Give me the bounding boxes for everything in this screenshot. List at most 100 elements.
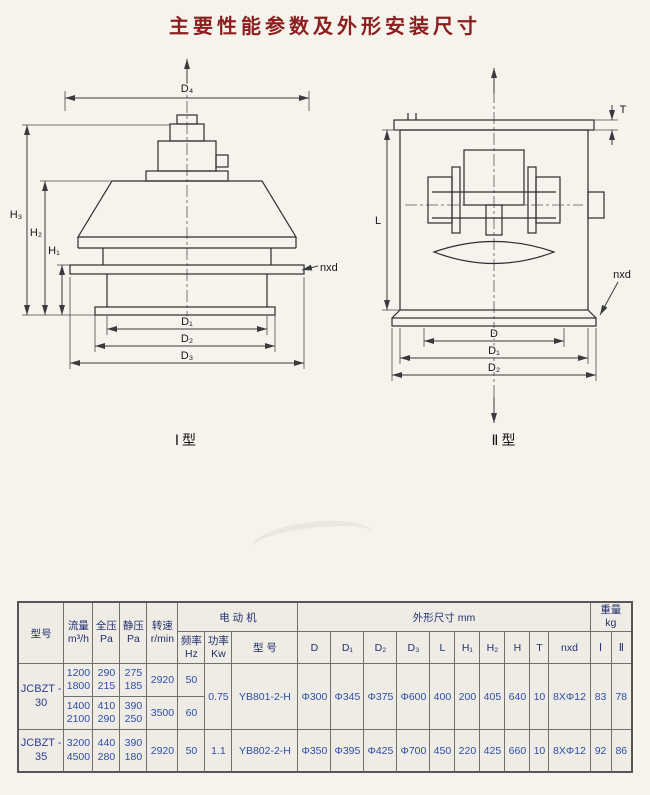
value-line: 1200 — [66, 667, 91, 680]
dim-label-d2-right: D₂ — [488, 362, 500, 374]
cell-speed: 2920 — [146, 729, 179, 773]
cell-dim-L: 400 — [429, 663, 456, 731]
cell-weight-I: 92 — [589, 729, 612, 773]
watermark — [250, 514, 374, 566]
col-header-weight-I: Ⅰ — [589, 631, 612, 665]
header-row-columns: 频率 Hz 功率 Kw 型 号 D D₁ D₂ D₃ L H₁ H₂ H T n… — [18, 631, 633, 665]
value-line: 215 — [97, 680, 116, 693]
type1-drawing: D₄ H₃ H₂ H₁ D₁ D₂ D₃ — [8, 59, 339, 450]
type1-dimensions: D₄ H₃ H₂ H₁ D₁ D₂ D₃ — [8, 82, 339, 369]
dim-label-h1: H₁ — [48, 245, 60, 257]
value-line: 440 — [97, 737, 116, 750]
type2-dimensions: T L D D₁ D₂ nxd — [373, 103, 632, 381]
cell-weight-II: 86 — [610, 729, 633, 773]
col-header-dims-group: 外形尺寸 mm — [297, 601, 591, 633]
cell-dim-D2: Φ375 — [363, 663, 398, 731]
col-header-T: T — [529, 631, 550, 665]
col-header-weight-group: 重量 kg — [589, 601, 633, 633]
col-header-H: H — [504, 631, 531, 665]
cell-total-pressure: 290 215 — [92, 663, 121, 698]
cell-motor-model: YB802-2-H — [231, 729, 299, 773]
cell-dim-H1: 220 — [454, 729, 481, 773]
cell-power: 1.1 — [204, 729, 233, 773]
dim-label-d: D — [490, 328, 498, 340]
value-line: 390 — [124, 737, 143, 750]
cell-dim-T: 10 — [529, 663, 550, 731]
cell-static-pressure: 390 180 — [119, 729, 148, 773]
type2-drawing: T L D D₁ D₂ nxd Ⅱ型 — [373, 68, 632, 450]
cell-model: JCBZT - 35 — [17, 729, 65, 773]
cell-flow: 3200 4500 — [63, 729, 94, 773]
cell-dim-H2: 405 — [479, 663, 506, 731]
cell-dim-D1: Φ395 — [330, 729, 365, 773]
col-header-motor-group: 电 动 机 — [177, 601, 299, 633]
col-header-speed: 转速 r/min — [146, 601, 179, 665]
col-header-D1: D₁ — [330, 631, 365, 665]
value-line: 4500 — [66, 750, 91, 763]
col-header-frequency: 频率 Hz — [177, 631, 206, 665]
col-header-D3: D₃ — [396, 631, 431, 665]
header-unit: kg — [605, 617, 617, 630]
cell-weight-II: 78 — [610, 663, 633, 731]
cell-weight-I: 83 — [589, 663, 612, 731]
dim-label-h2: H₂ — [30, 227, 42, 239]
value-line: 410 — [97, 700, 116, 713]
cell-static-pressure: 275 185 — [119, 663, 148, 698]
value-line: 3200 — [66, 737, 91, 750]
dim-label-t: T — [620, 104, 627, 116]
value-line: 250 — [124, 713, 143, 726]
col-header-total-pressure: 全压 Pa — [92, 601, 121, 665]
type1-fan-outline — [69, 114, 305, 316]
dim-label-d3: D₃ — [181, 350, 193, 362]
dim-label-d4: D₄ — [181, 83, 194, 95]
col-header-motor-model: 型 号 — [231, 631, 299, 665]
header-label: 功率 — [207, 634, 229, 647]
value-line: 2100 — [66, 713, 91, 726]
model-line: JCBZT - — [20, 736, 62, 749]
header-row-groups: 型号 流量 m³/h 全压 Pa 静压 Pa 转速 r/min 电 动 机 外形… — [17, 601, 633, 665]
type1-caption: Ⅰ型 — [175, 432, 199, 448]
col-header-power: 功率 Kw — [204, 631, 233, 665]
cell-frequency: 50 — [177, 729, 206, 773]
type2-caption: Ⅱ型 — [492, 432, 519, 448]
table-row: JCBZT - 30 1200 1800 290 215 275 185 292… — [17, 663, 633, 731]
dim-label-l: L — [375, 215, 381, 227]
cell-flow: 1200 1800 — [63, 663, 94, 698]
value-line: 390 — [124, 700, 143, 713]
cell-speed: 3500 — [146, 696, 179, 731]
dim-label-nxd-right: nxd — [613, 269, 631, 281]
col-header-weight-II: Ⅱ — [610, 631, 633, 665]
cell-dim-D3: Φ600 — [396, 663, 431, 731]
drawings-area: D₄ H₃ H₂ H₁ D₁ D₂ D₃ — [0, 45, 650, 475]
cell-static-pressure: 390 250 — [119, 696, 148, 731]
value-line: 280 — [97, 750, 116, 763]
dim-label-d2: D₂ — [181, 333, 193, 345]
cell-dim-H: 660 — [504, 729, 531, 773]
cell-total-pressure: 410 290 — [92, 696, 121, 731]
cell-frequency: 60 — [177, 696, 206, 731]
value-line: 180 — [124, 750, 143, 763]
col-header-model: 型号 — [17, 601, 65, 665]
value-line: 1400 — [66, 700, 91, 713]
col-header-D2: D₂ — [363, 631, 398, 665]
cell-dim-L: 450 — [429, 729, 456, 773]
col-header-L: L — [429, 631, 456, 665]
cell-dim-T: 10 — [529, 729, 550, 773]
dim-label-h3: H₃ — [10, 209, 22, 221]
header-label: 重量 — [600, 604, 622, 616]
table-row: 1400 2100 410 290 390 250 3500 60 — [18, 696, 632, 731]
col-header-H1: H₁ — [454, 631, 481, 665]
col-header-flow: 流量 m³/h — [63, 601, 94, 665]
col-header-nxd: nxd — [548, 631, 591, 665]
header-unit: Hz — [185, 647, 198, 660]
cell-total-pressure: 440 280 — [92, 729, 121, 773]
header-unit: r/min — [150, 633, 175, 646]
cell-frequency: 50 — [177, 663, 206, 698]
header-label: 全压 — [95, 620, 117, 632]
spec-table: 型号 流量 m³/h 全压 Pa 静压 Pa 转速 r/min 电 动 机 外形… — [16, 601, 634, 773]
value-line: 290 — [97, 667, 116, 680]
cell-dim-nxd: 8XΦ12 — [548, 663, 591, 731]
value-line: 185 — [124, 680, 143, 693]
value-line: 1800 — [66, 680, 91, 693]
